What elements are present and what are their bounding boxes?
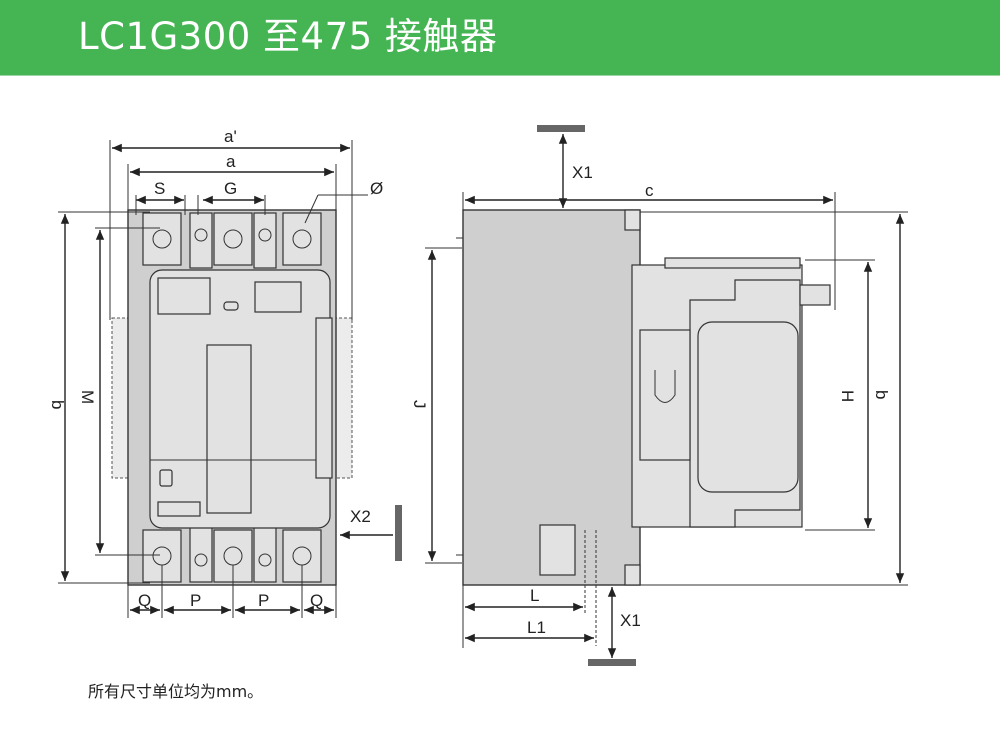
bottom-terminals [142, 526, 322, 583]
label-b-side: b [872, 390, 891, 399]
label-m: M [78, 390, 97, 404]
side-view [456, 209, 831, 586]
label-l1: L1 [527, 618, 546, 637]
title-banner: LC1G300 至475 接触器 [0, 0, 1000, 76]
label-a-prime: a' [224, 127, 237, 146]
label-c: c [645, 181, 654, 200]
label-j: J [410, 400, 429, 409]
label-x1-bottom: X1 [620, 611, 641, 630]
front-view [111, 209, 353, 586]
label-diameter: Ø [370, 179, 383, 198]
label-q-right: Q [310, 591, 323, 610]
label-p-right: P [258, 591, 269, 610]
x2-clearance-bar [395, 505, 402, 561]
label-s: S [154, 179, 165, 198]
label-x1-top: X1 [572, 163, 593, 182]
x1-bottom-clearance-bar [588, 659, 636, 666]
label-b: b [48, 400, 67, 409]
side-dimensions: X1 c J H b L L1 X1 [410, 125, 908, 666]
label-l: L [530, 586, 539, 605]
page-title: LC1G300 至475 接触器 [78, 15, 498, 58]
x1-top-clearance-bar [537, 125, 585, 132]
front-dimensions: a' a S G Ø b M Q P P Q X2 [48, 127, 402, 618]
label-x2: X2 [350, 507, 371, 526]
label-p-left: P [190, 591, 201, 610]
units-note: 所有尺寸单位均为mm。 [88, 682, 264, 701]
label-a: a [226, 152, 236, 171]
label-h: H [838, 390, 857, 402]
label-q-left: Q [138, 591, 151, 610]
top-terminals [142, 212, 322, 269]
label-g: G [224, 179, 237, 198]
